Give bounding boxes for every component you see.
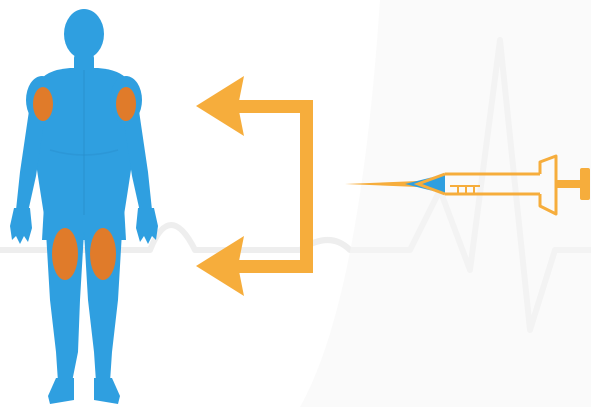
human-body-icon [10, 9, 158, 404]
injection-site-left-arm [33, 87, 53, 121]
injection-site-right-thigh [90, 228, 116, 280]
injection-site-left-thigh [52, 228, 78, 280]
arrowhead-bottom [196, 236, 244, 296]
arrowhead-top [196, 76, 244, 136]
injection-site-right-arm [116, 87, 136, 121]
background-shade [300, 0, 591, 407]
bracket-arrow-icon [196, 76, 313, 296]
